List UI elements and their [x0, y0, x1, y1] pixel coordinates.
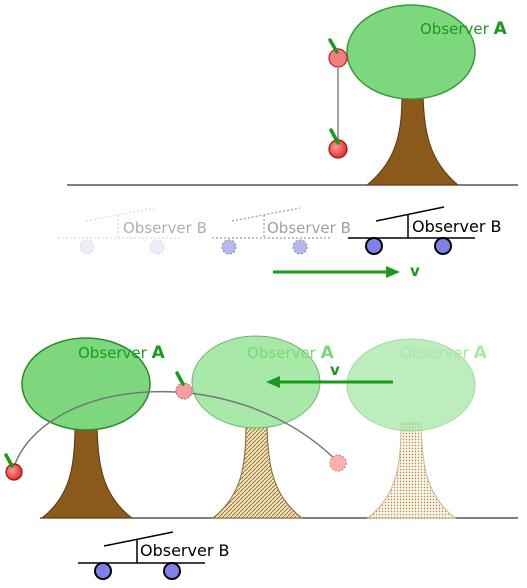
top-velocity-label: v	[410, 262, 420, 280]
wheel-icon	[292, 239, 308, 255]
top-tree-observer-a: Observer A	[346, 4, 508, 186]
apple-stem-icon	[329, 128, 340, 145]
wheel-icon	[149, 239, 165, 255]
bottom-tree-ghost-2	[346, 338, 476, 519]
top-tree-foliage	[346, 4, 476, 100]
top-apple-end	[328, 128, 348, 159]
bottom-apple-trajectory	[12, 390, 339, 471]
bottom-scene: Observer A Observer A Observer A	[4, 335, 518, 580]
bottom-apple-ghost-middle	[175, 371, 193, 400]
apple-icon	[175, 382, 193, 400]
top-apple-start	[328, 38, 348, 68]
wheel-icon	[94, 562, 112, 580]
apple-icon	[329, 454, 347, 472]
top-observer-a-label: Observer A	[420, 19, 508, 39]
top-observer-b-ghost-2-label: Observer B	[267, 219, 351, 237]
bottom-observer-b-label: Observer B	[140, 541, 229, 560]
bottom-observer-a-ghost-1-label: Observer A	[247, 343, 335, 363]
bottom-tree-foliage	[21, 337, 151, 431]
top-observer-b-ghost-1-label: Observer B	[123, 219, 207, 237]
bottom-tree-trunk	[40, 423, 134, 519]
top-cart-ghost-1	[58, 207, 180, 255]
bottom-tree-observer-a	[21, 337, 151, 519]
top-velocity-arrow	[273, 266, 400, 278]
wheel-icon	[221, 239, 237, 255]
top-cart-observer-b	[348, 206, 475, 255]
bottom-apple-ghost-start	[329, 454, 347, 472]
bottom-cart-observer-b	[78, 531, 205, 580]
bottom-observer-a-ghost-2-label: Observer A	[400, 343, 488, 363]
arrow-right-icon	[386, 266, 400, 278]
wheel-icon	[365, 237, 383, 255]
top-tree-trunk	[365, 91, 460, 186]
apple-icon	[5, 463, 23, 481]
arrow-left-icon	[266, 376, 280, 388]
bottom-velocity-arrow	[266, 376, 393, 388]
wheel-icon	[79, 239, 95, 255]
wheel-icon	[163, 562, 181, 580]
bottom-apple-end	[4, 453, 23, 481]
top-observer-b-label: Observer B	[412, 217, 501, 236]
wheel-icon	[434, 237, 452, 255]
top-scene: Observer A Observer B	[58, 4, 518, 280]
top-cart-ghost-2	[212, 207, 330, 255]
bottom-observer-a-label: Observer A	[78, 343, 166, 363]
bottom-tree-ghost-1	[191, 335, 321, 519]
apple-stem-icon	[4, 453, 14, 468]
apple-icon	[328, 48, 348, 68]
apple-stem-icon	[328, 38, 339, 54]
apple-stem-icon	[175, 371, 185, 386]
bottom-velocity-label: v	[330, 361, 340, 379]
